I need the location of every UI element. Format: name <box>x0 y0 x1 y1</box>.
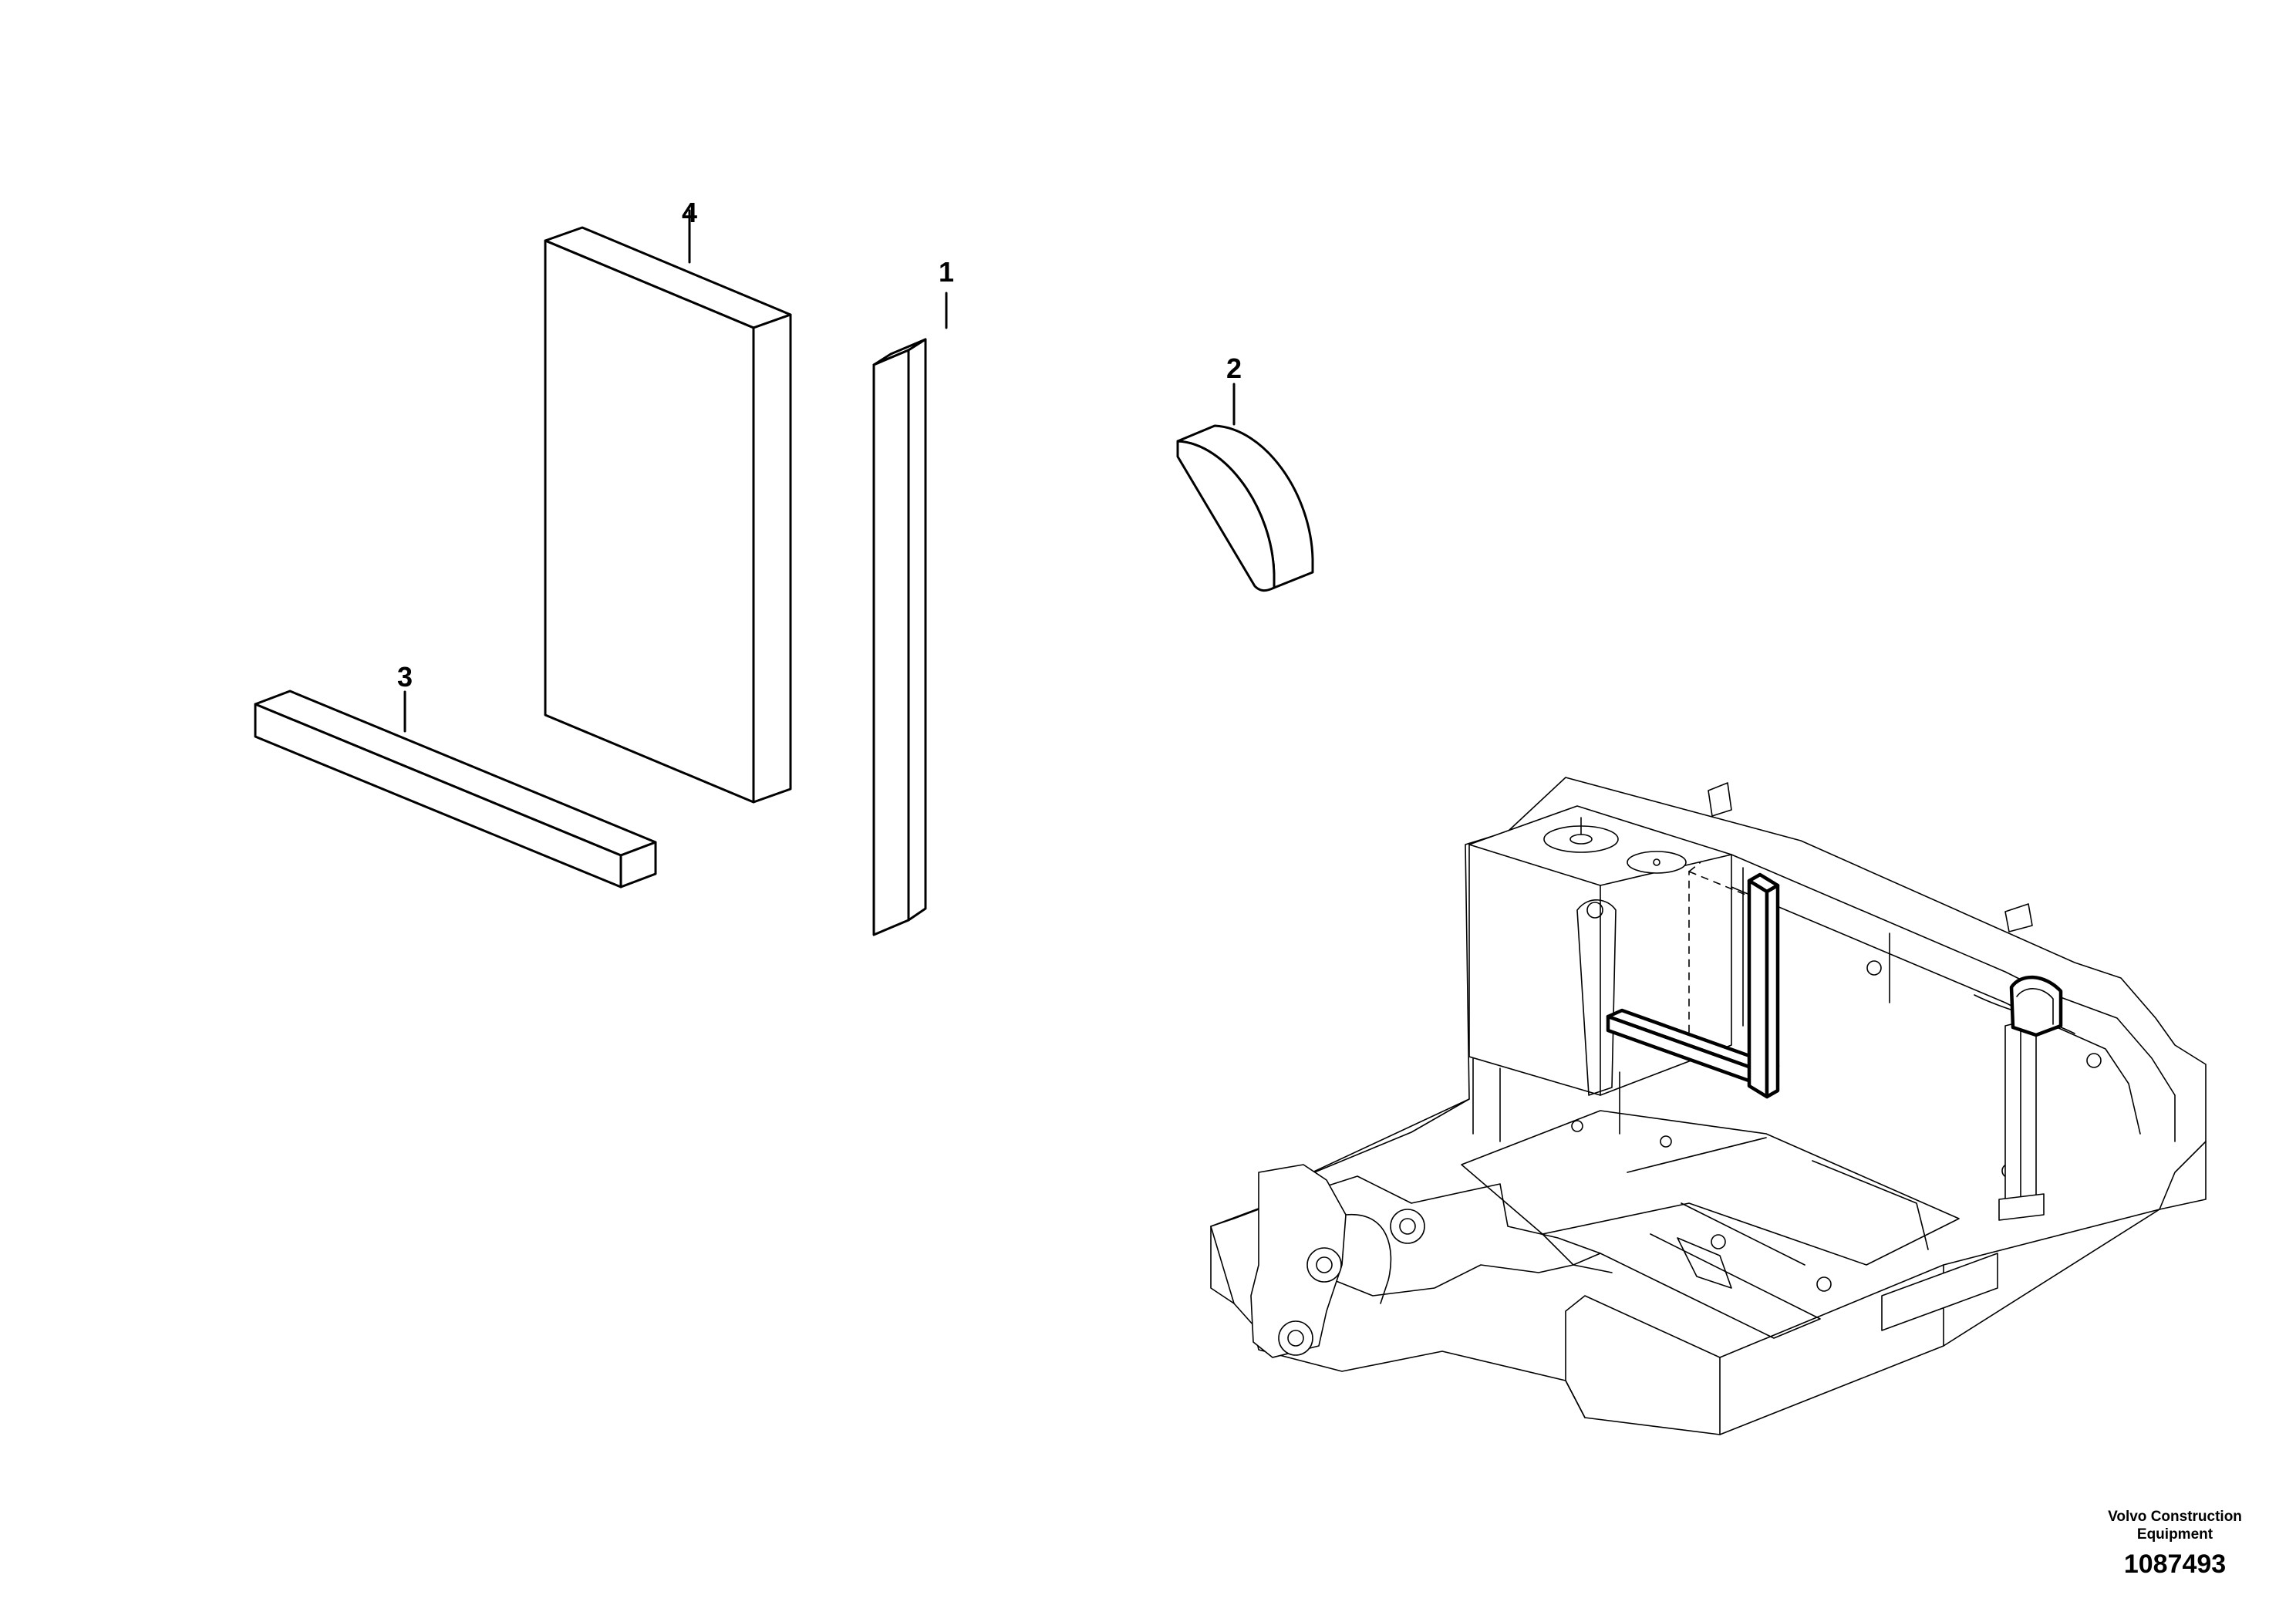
part-2-wedge: 2 <box>1176 352 1314 592</box>
machine-frame-assembly <box>1210 777 2207 1435</box>
part-1-bar: 1 <box>872 256 954 936</box>
footer-credits: Volvo Construction Equipment 1087493 <box>2082 1508 2267 1580</box>
callout-3: 3 <box>397 661 413 693</box>
image-number: 1087493 <box>2123 1549 2227 1579</box>
brand-line-1: Volvo Construction <box>2108 1509 2242 1525</box>
brand-line-2: Equipment <box>2136 1526 2213 1543</box>
callout-1: 1 <box>939 256 954 288</box>
part-3-bar: 3 <box>254 661 657 889</box>
callout-4: 4 <box>682 197 697 228</box>
callout-2: 2 <box>1226 352 1242 384</box>
part-4-slab: 4 <box>544 197 792 804</box>
